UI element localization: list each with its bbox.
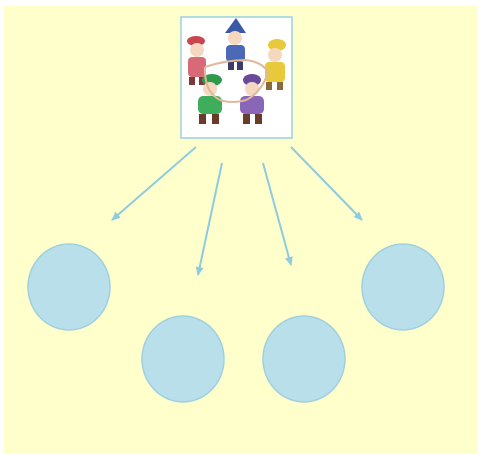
arrow-2 [195, 162, 223, 276]
elf-yellow-figure [265, 39, 286, 90]
elf-red-figure [187, 36, 206, 85]
arrow-4 [290, 146, 363, 221]
elf-blue-figure [225, 18, 246, 70]
arrow-3 [262, 162, 293, 266]
circle-3 [262, 315, 346, 403]
arrow-1 [111, 146, 197, 221]
hands-ring [203, 58, 270, 103]
elves-circle-image [180, 16, 293, 139]
circle-1 [27, 243, 111, 331]
circle-4 [361, 243, 445, 331]
circle-2 [141, 315, 225, 403]
